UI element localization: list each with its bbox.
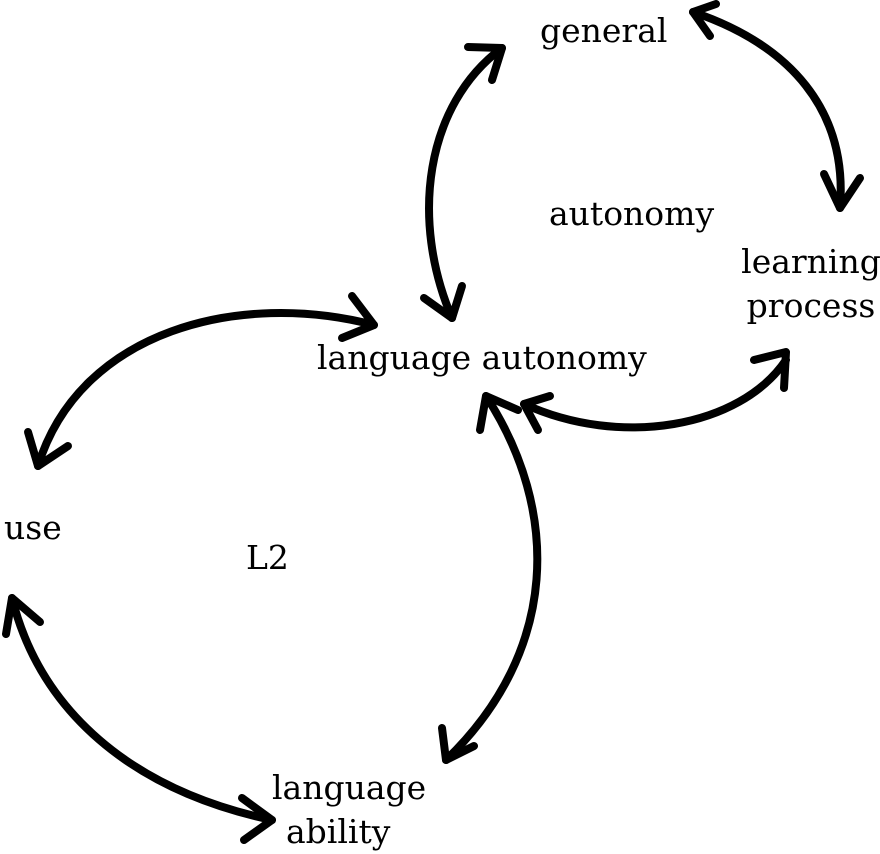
node-language-ability: language ability: [272, 766, 452, 854]
arrow-language-autonomy-use: [24, 292, 378, 470]
arrow-language-autonomy-general: [420, 43, 506, 322]
node-language-ability-line1: language: [272, 768, 427, 807]
arrow-language-ability-language-autonomy: [438, 392, 542, 764]
node-general: general: [540, 11, 668, 50]
arrow-general-learning-process: [689, 0, 864, 212]
node-learning-process: learning process: [741, 240, 880, 328]
node-use: use: [4, 508, 62, 547]
node-learning-process-line1: learning: [741, 242, 880, 281]
arrow-learning-process-language-autonomy: [520, 348, 790, 434]
node-language-autonomy: language autonomy: [317, 338, 647, 377]
node-language-ability-line2: ability: [286, 812, 391, 851]
cycle-label-l2: L2: [246, 538, 289, 577]
arrow-use-language-ability: [2, 594, 276, 844]
cycle-label-autonomy: autonomy: [549, 194, 715, 233]
node-learning-process-line2: process: [746, 286, 876, 325]
